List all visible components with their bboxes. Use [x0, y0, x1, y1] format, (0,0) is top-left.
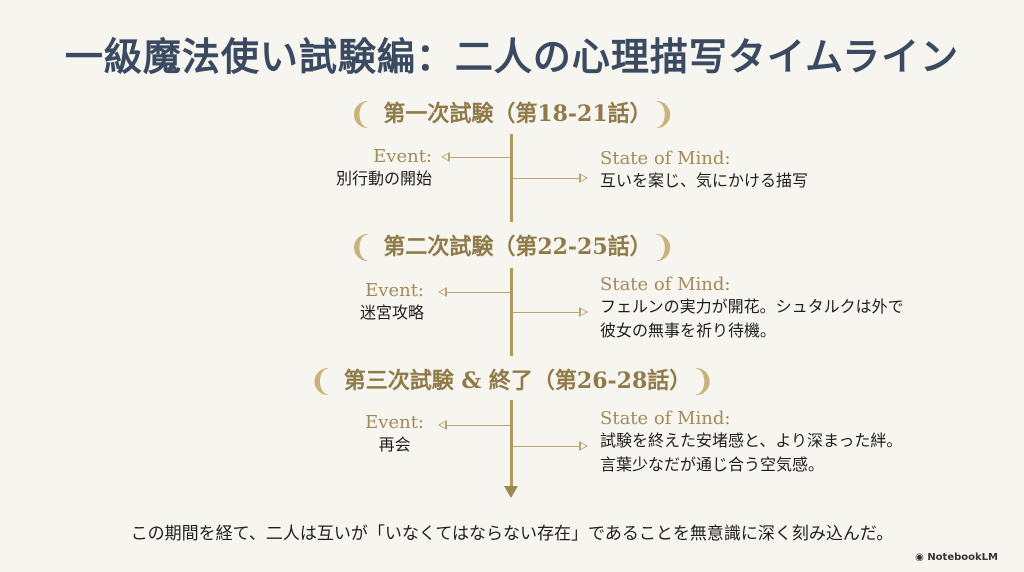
event-label: Event: [373, 146, 432, 167]
event-label: Event: [365, 412, 424, 433]
state-label: State of Mind: [600, 148, 731, 169]
event-block-1: Event: 別行動の開始 [336, 146, 432, 191]
state-text: 互いを案じ、気にかける描写 [600, 171, 809, 190]
laurel-right-icon: ❩ [650, 230, 676, 265]
arrow-right-icon [579, 173, 588, 183]
state-label: State of Mind: [600, 274, 731, 295]
event-block-2: Event: 迷宮攻略 [360, 280, 424, 325]
timeline-spine [510, 268, 513, 356]
state-text: 試験を終えた安堵感と、より深まった絆。 [600, 431, 903, 450]
event-text: 再会 [378, 435, 411, 454]
state-text: 言葉少なだが通じ合う空気感。 [600, 455, 825, 474]
laurel-left-icon: ❨ [308, 364, 334, 399]
laurel-left-icon: ❨ [348, 97, 374, 132]
page-title: 一級魔法使い試験編：二人の心理描写タイムライン [64, 34, 960, 79]
event-text: 迷宮攻略 [359, 303, 424, 322]
connector-line [513, 446, 579, 447]
state-text: 彼女の無事を祈り待機。 [600, 321, 777, 340]
laurel-left-icon: ❨ [348, 230, 374, 265]
connector-line [450, 157, 510, 158]
summary-text: この期間を経て、二人は互いが「いなくてはならない存在」であることを無意識に深く刻… [130, 524, 894, 544]
state-block-3: State of Mind: 試験を終えた安堵感と、より深まった絆。 言葉少なだ… [600, 408, 902, 477]
state-block-1: State of Mind: 互いを案じ、気にかける描写 [600, 148, 808, 193]
event-text: 別行動の開始 [335, 169, 432, 188]
connector-line [447, 425, 510, 426]
laurel-right-icon: ❩ [650, 97, 676, 132]
connector-line [513, 178, 579, 179]
connector-line [447, 292, 510, 293]
arrow-right-icon [579, 307, 588, 317]
state-block-2: State of Mind: フェルンの実力が開花。シュタルクは外で 彼女の無事… [600, 274, 904, 343]
timeline-spine [510, 400, 513, 488]
phase-heading-2: ❨第二次試験（第22-25話）❩ [348, 230, 676, 265]
event-label: Event: [365, 280, 424, 301]
arrow-down-icon [504, 486, 518, 498]
arrow-right-icon [579, 441, 588, 451]
brand-watermark: ◉ NotebookLM [915, 552, 998, 563]
connector-line [513, 312, 579, 313]
timeline-spine [510, 134, 513, 222]
phase-heading-1: ❨第一次試験（第18-21話）❩ [348, 97, 676, 132]
arrow-left-icon [438, 420, 447, 430]
state-text: フェルンの実力が開花。シュタルクは外で [600, 297, 904, 316]
phase-heading-3: ❨第三次試験 & 終了（第26-28話）❩ [308, 364, 716, 399]
arrow-left-icon [441, 152, 450, 162]
laurel-right-icon: ❩ [690, 364, 716, 399]
event-block-3: Event: 再会 [365, 412, 424, 457]
state-label: State of Mind: [600, 408, 731, 429]
arrow-left-icon [438, 287, 447, 297]
notebooklm-logo-icon: ◉ [915, 552, 928, 563]
